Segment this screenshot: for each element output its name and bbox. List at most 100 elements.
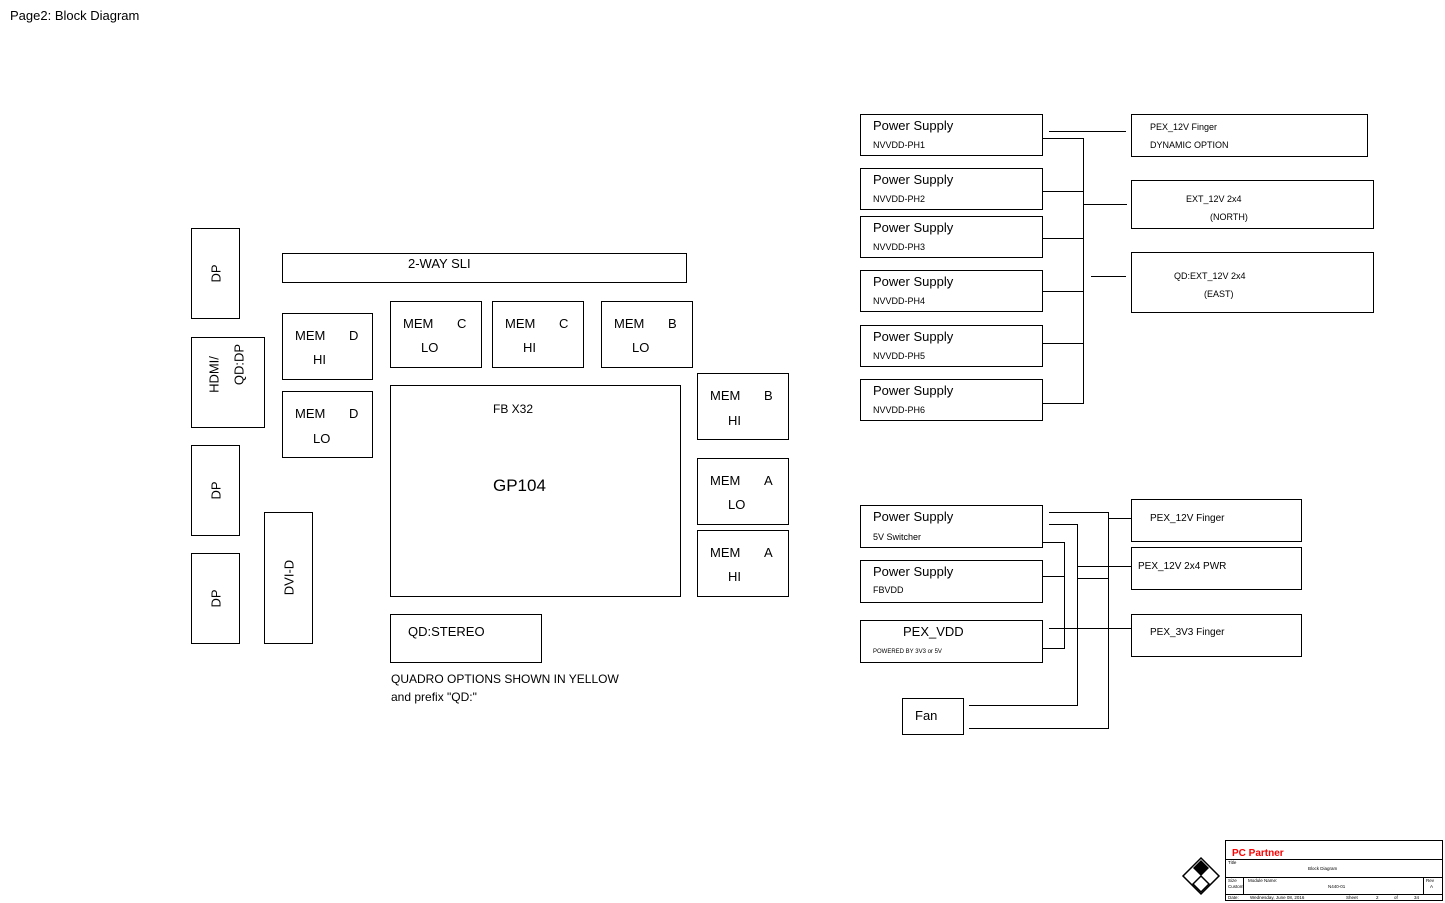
- rev-value: A: [1430, 884, 1434, 889]
- dp-connector-bottom: DP: [191, 553, 240, 644]
- drawing-title: Block Diagram: [1308, 866, 1338, 871]
- bus-stub: [969, 705, 1078, 706]
- power-supply-ph1: Power Supply NVVDD-PH1: [860, 114, 1043, 156]
- divider: [1226, 877, 1442, 878]
- mem-label: MEM: [710, 473, 741, 488]
- gpu-block: FB X32 GP104: [390, 385, 681, 597]
- bus-stub: [1043, 291, 1084, 292]
- company-name: PC Partner: [1232, 848, 1284, 859]
- module-value: N440-01: [1328, 884, 1346, 889]
- gpu-fb-label: FB X32: [493, 402, 534, 416]
- bus-stub: [1077, 578, 1108, 579]
- power-supply-title: Power Supply: [873, 220, 954, 235]
- power-supply-rail: NVVDD-PH4: [873, 296, 926, 306]
- bus-vertical: [1083, 138, 1084, 404]
- power-supply-rail: NVVDD-PH3: [873, 242, 926, 252]
- dvi-connector: DVI-D: [264, 512, 313, 644]
- power-supply-fbvdd: Power Supply FBVDD: [860, 560, 1043, 603]
- power-supply-title: Power Supply: [873, 383, 954, 398]
- mem-half: LO: [313, 431, 331, 446]
- source-label: PEX_12V Finger: [1150, 122, 1218, 132]
- mem-label: MEM: [295, 328, 326, 343]
- sheet-value: 2: [1376, 895, 1379, 900]
- mem-half: HI: [728, 413, 741, 428]
- power-supply-rail: FBVDD: [873, 585, 904, 595]
- power-supply-title: Power Supply: [873, 509, 954, 524]
- source-label: PEX_3V3 Finger: [1150, 627, 1225, 638]
- qd-ext-12v-east: QD:EXT_12V 2x4 (EAST): [1131, 252, 1374, 313]
- power-supply-title: Power Supply: [873, 118, 954, 133]
- module-label: Module Name:: [1248, 878, 1278, 883]
- power-supply-rail: NVVDD-PH2: [873, 194, 926, 204]
- bus-vertical: [1077, 524, 1078, 706]
- power-supply-rail: NVVDD-PH1: [873, 140, 926, 150]
- source-sublabel: DYNAMIC OPTION: [1150, 140, 1229, 150]
- mem-c-hi: MEM C HI: [492, 301, 584, 368]
- title-block: PC Partner Title Block Diagram Size Cust…: [1225, 840, 1443, 901]
- hdmi-qd-label: QD:DP: [231, 343, 247, 386]
- page-title: Page2: Block Diagram: [10, 8, 140, 23]
- power-supply-ph2: Power Supply NVVDD-PH2: [860, 168, 1043, 210]
- bus-stub: [1108, 518, 1132, 519]
- divider: [1226, 894, 1442, 895]
- power-supply-title: Power Supply: [873, 274, 954, 289]
- mem-half: LO: [421, 340, 439, 355]
- dvi-label: DVI-D: [281, 559, 297, 596]
- mem-half: HI: [728, 569, 741, 584]
- divider: [1243, 877, 1244, 894]
- mem-channel: D: [349, 406, 359, 421]
- power-supply-ph5: Power Supply NVVDD-PH5: [860, 325, 1043, 367]
- bus-stub: [1043, 191, 1084, 192]
- power-supply-rail: NVVDD-PH6: [873, 405, 926, 415]
- mem-half: LO: [728, 497, 746, 512]
- pex-3v3-finger: PEX_3V3 Finger: [1131, 614, 1302, 657]
- power-supply-title: Power Supply: [873, 564, 954, 579]
- source-sublabel: (EAST): [1204, 289, 1234, 299]
- power-supply-ph6: Power Supply NVVDD-PH6: [860, 379, 1043, 421]
- sheet-label: Sheet: [1346, 895, 1358, 900]
- bus-stub: [1077, 566, 1132, 567]
- ext-12v-north: EXT_12V 2x4 (NORTH): [1131, 180, 1374, 229]
- pex-vdd: PEX_VDD POWERED BY 3V3 or 5V: [860, 620, 1043, 663]
- hdmi-connector: HDMI/ QD:DP: [191, 337, 265, 428]
- bus-stub: [1043, 138, 1084, 139]
- of-label: of: [1394, 895, 1398, 900]
- mem-channel: D: [349, 328, 359, 343]
- gpu-name: GP104: [493, 476, 546, 495]
- dp-label: DP: [208, 481, 224, 500]
- power-supply-rail: NVVDD-PH5: [873, 351, 926, 361]
- pex-12v-finger: PEX_12V Finger: [1131, 499, 1302, 542]
- source-label: EXT_12V 2x4: [1186, 194, 1242, 204]
- fan: Fan: [902, 698, 964, 735]
- mem-b-hi: MEM B HI: [697, 373, 789, 440]
- mem-a-hi: MEM A HI: [697, 530, 789, 597]
- quadro-note-line2: and prefix "QD:": [391, 690, 477, 704]
- date-value: Wednesday, June 08, 2016: [1250, 895, 1305, 900]
- mem-half: HI: [313, 352, 326, 367]
- mem-channel: C: [559, 316, 569, 331]
- title-label: Title: [1228, 860, 1237, 865]
- mem-a-lo: MEM A LO: [697, 458, 789, 525]
- mem-half: HI: [523, 340, 536, 355]
- mem-b-lo: MEM B LO: [601, 301, 693, 368]
- dp-connector-top: DP: [191, 228, 240, 319]
- power-supply-rail: 5V Switcher: [873, 532, 922, 542]
- mem-channel: B: [668, 316, 677, 331]
- bus-stub: [969, 728, 1109, 729]
- bus-stub: [1049, 512, 1109, 513]
- bus-stub: [1043, 238, 1084, 239]
- mem-label: MEM: [403, 316, 434, 331]
- dp-label: DP: [208, 589, 224, 608]
- bus-stub: [1043, 576, 1065, 577]
- divider: [1226, 859, 1442, 860]
- divider: [1423, 877, 1424, 894]
- size-label: Size: [1228, 878, 1237, 883]
- mem-c-lo: MEM C LO: [390, 301, 482, 368]
- source-sublabel: (NORTH): [1210, 212, 1248, 222]
- bus-vertical: [1108, 512, 1109, 728]
- mem-label: MEM: [614, 316, 645, 331]
- mem-channel: B: [764, 388, 773, 403]
- bus-stub: [1049, 524, 1078, 525]
- power-supply-ph3: Power Supply NVVDD-PH3: [860, 216, 1043, 258]
- rev-label: Rev: [1426, 878, 1435, 883]
